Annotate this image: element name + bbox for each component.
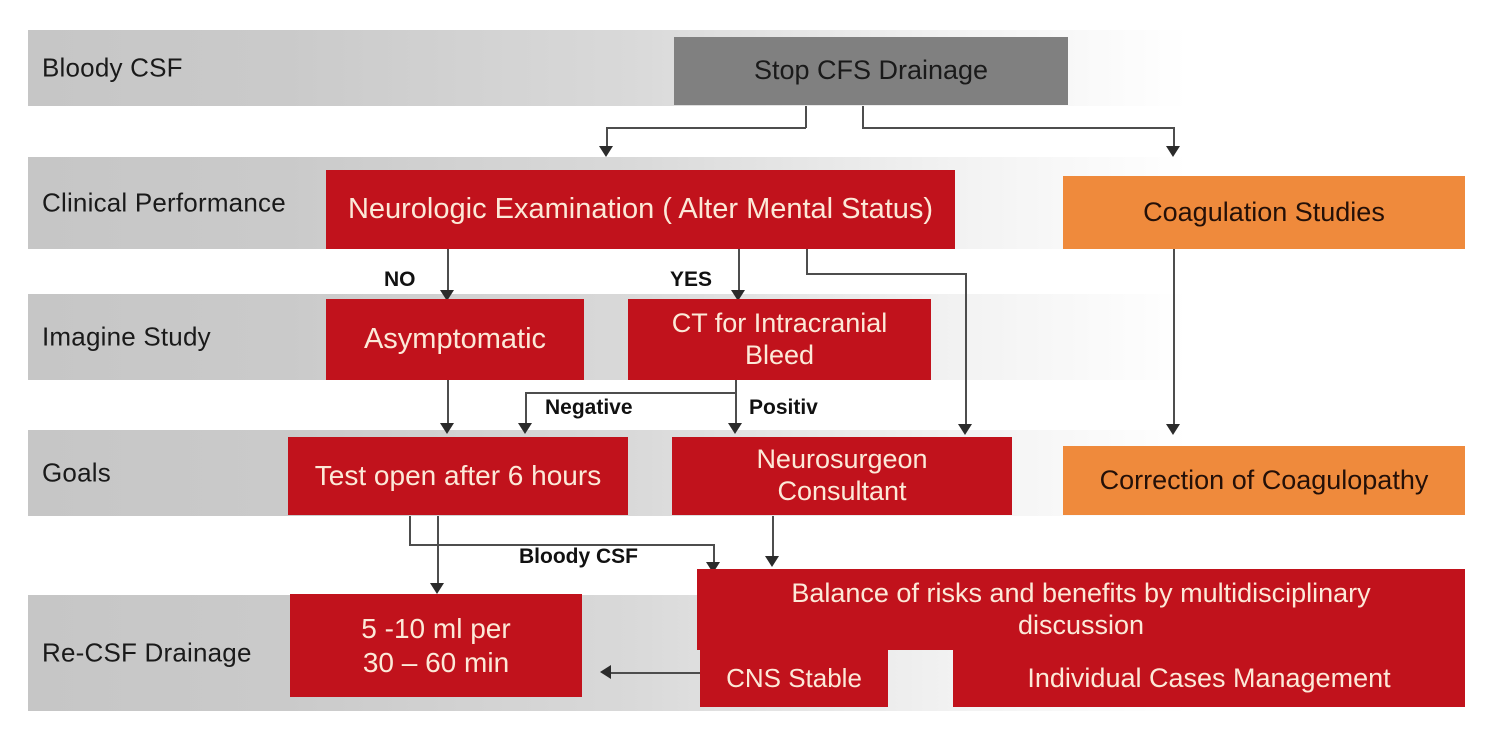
connector-ct-positiv-down bbox=[735, 380, 737, 430]
connector-stop-to-neuro bbox=[606, 127, 608, 152]
row-label-re-csf-drainage: Re-CSF Drainage bbox=[42, 637, 252, 668]
node-correction-label: Correction of Coagulopathy bbox=[1099, 464, 1429, 495]
arrowhead-stop-to-coag bbox=[1166, 146, 1180, 157]
arrowhead-neuro-to-asymptomatic bbox=[440, 290, 454, 301]
node-balance-of-risks[interactable]: Balance of risks and benefits by multidi… bbox=[697, 569, 1465, 650]
connector-asymptomatic-to-test bbox=[447, 380, 449, 430]
arrowhead-neuro-to-neurosurgeon bbox=[958, 424, 972, 435]
arrowhead-ct-positiv bbox=[728, 423, 742, 434]
row-label-goals: Goals bbox=[42, 457, 111, 488]
connector-stop-bar-left bbox=[606, 127, 806, 129]
arrowhead-ct-negative bbox=[518, 423, 532, 434]
node-cns-stable-label: CNS Stable bbox=[726, 663, 862, 694]
node-stop-cfs-drainage-label: Stop CFS Drainage bbox=[753, 55, 989, 86]
node-neurosurgeon-line1: Neurosurgeon bbox=[756, 444, 928, 475]
arrowhead-neuro-to-ct bbox=[731, 290, 745, 301]
edge-label-bloody-csf: Bloody CSF bbox=[519, 545, 638, 568]
connector-neuro-to-ct bbox=[738, 249, 740, 297]
connector-test-elbow-down bbox=[409, 516, 411, 545]
arrowhead-asymptomatic-to-test bbox=[440, 423, 454, 434]
node-neurosurgeon-consultant[interactable]: Neurosurgeon Consultant bbox=[672, 437, 1012, 515]
row-band-imagine-study: Imagine Study bbox=[28, 294, 1188, 380]
connector-stop-down-left bbox=[805, 106, 807, 128]
arrowhead-neurosurgeon-to-balance bbox=[765, 556, 779, 567]
edge-label-yes: YES bbox=[670, 268, 713, 291]
row-label-imagine-study: Imagine Study bbox=[42, 321, 211, 352]
node-dose-line2: 30 – 60 min bbox=[362, 646, 510, 678]
node-dose-line1: 5 -10 ml per bbox=[361, 613, 511, 645]
node-stop-cfs-drainage[interactable]: Stop CFS Drainage bbox=[674, 37, 1068, 105]
connector-cns-to-dose bbox=[610, 672, 710, 674]
edge-label-negative: Negative bbox=[545, 396, 633, 419]
row-label-clinical-performance: Clinical Performance bbox=[42, 187, 286, 218]
node-asymptomatic[interactable]: Asymptomatic bbox=[326, 299, 584, 380]
connector-neuro-elbow-down bbox=[806, 249, 808, 274]
connector-stop-to-coag bbox=[1173, 127, 1175, 152]
node-test-open-after-6-hours[interactable]: Test open after 6 hours bbox=[288, 437, 628, 515]
connector-neuro-elbow-to-neurosurgeon bbox=[965, 273, 967, 428]
node-coagulation-studies[interactable]: Coagulation Studies bbox=[1063, 176, 1465, 249]
edge-label-positiv: Positiv bbox=[749, 396, 818, 419]
node-correction-of-coagulopathy[interactable]: Correction of Coagulopathy bbox=[1063, 446, 1465, 515]
arrowhead-coag-to-correction bbox=[1166, 424, 1180, 435]
arrowhead-stop-to-neuro bbox=[599, 146, 613, 157]
node-test-open-label: Test open after 6 hours bbox=[314, 460, 602, 492]
node-neurologic-examination-label: Neurologic Examination ( Alter Mental St… bbox=[347, 193, 934, 226]
node-neurologic-examination[interactable]: Neurologic Examination ( Alter Mental St… bbox=[326, 170, 955, 249]
node-neurosurgeon-line2: Consultant bbox=[777, 476, 907, 506]
arrowhead-bloody-csf-to-balance bbox=[706, 562, 720, 573]
connector-stop-bar-right bbox=[862, 127, 1174, 129]
connector-neurosurgeon-to-balance bbox=[772, 516, 774, 564]
node-dose-5-10ml[interactable]: 5 -10 ml per 30 – 60 min bbox=[290, 594, 582, 697]
connector-neuro-elbow-right bbox=[806, 273, 966, 275]
edge-label-no: NO bbox=[384, 268, 416, 291]
connector-test-elbow-to-balance bbox=[713, 544, 715, 571]
node-cns-stable[interactable]: CNS Stable bbox=[700, 650, 888, 707]
node-ct-for-intracranial-bleed[interactable]: CT for Intracranial Bleed bbox=[628, 299, 931, 380]
arrowhead-test-to-dose bbox=[430, 583, 444, 594]
node-individual-label: Individual Cases Management bbox=[1027, 662, 1391, 693]
connector-ct-negative-down bbox=[525, 392, 527, 430]
connector-neuro-to-asymptomatic bbox=[447, 249, 449, 297]
arrowhead-cns-to-dose bbox=[600, 665, 611, 679]
node-coagulation-studies-label: Coagulation Studies bbox=[1143, 196, 1385, 227]
node-ct-bleed-line1: CT for Intracranial bbox=[671, 307, 888, 338]
connector-ct-negative-bar bbox=[525, 392, 736, 394]
node-asymptomatic-label: Asymptomatic bbox=[363, 323, 547, 356]
node-ct-bleed-line2: Bleed bbox=[744, 339, 815, 370]
node-balance-line2: discussion bbox=[1017, 609, 1145, 640]
node-individual-cases-management[interactable]: Individual Cases Management bbox=[953, 650, 1465, 707]
connector-coag-to-correction bbox=[1173, 249, 1175, 429]
connector-test-to-dose bbox=[437, 516, 439, 588]
connector-test-elbow-right bbox=[409, 544, 714, 546]
node-balance-line1: Balance of risks and benefits by multidi… bbox=[791, 577, 1371, 608]
connector-stop-down-right bbox=[862, 106, 864, 128]
row-label-bloody-csf: Bloody CSF bbox=[42, 52, 183, 83]
